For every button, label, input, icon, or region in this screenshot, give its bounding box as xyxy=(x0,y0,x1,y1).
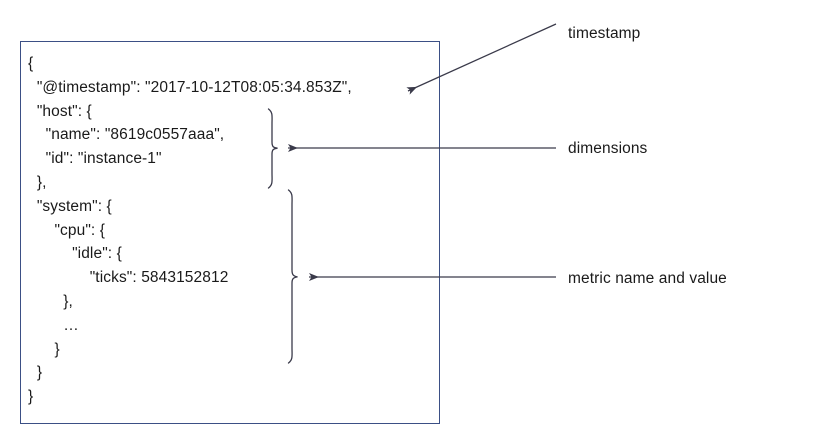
json-line: "name": "8619c0557aaa", xyxy=(28,126,225,144)
json-line: } xyxy=(28,388,34,406)
json-line: { xyxy=(28,55,34,72)
json-line: "ticks": 5843152812 xyxy=(28,269,229,287)
json-line: }, xyxy=(28,292,73,310)
json-document-text: { "@timestamp": "2017-10-12T08:05:34.853… xyxy=(28,52,448,409)
annotation-label-timestamp: timestamp xyxy=(568,25,641,42)
json-line: } xyxy=(28,340,60,358)
json-line: } xyxy=(28,364,43,382)
annotation-label-metric: metric name and value xyxy=(568,270,727,287)
json-line: "system": { xyxy=(28,197,112,215)
json-line: "host": { xyxy=(28,102,92,120)
json-line: "id": "instance-1" xyxy=(28,150,162,168)
json-line: "@timestamp": "2017-10-12T08:05:34.853Z"… xyxy=(28,78,352,96)
json-document-box xyxy=(20,41,440,424)
annotation-label-dimensions: dimensions xyxy=(568,140,648,157)
json-line: … xyxy=(28,316,79,334)
json-line: "idle": { xyxy=(28,245,122,263)
json-line: }, xyxy=(28,173,47,191)
json-line: "cpu": { xyxy=(28,221,106,239)
